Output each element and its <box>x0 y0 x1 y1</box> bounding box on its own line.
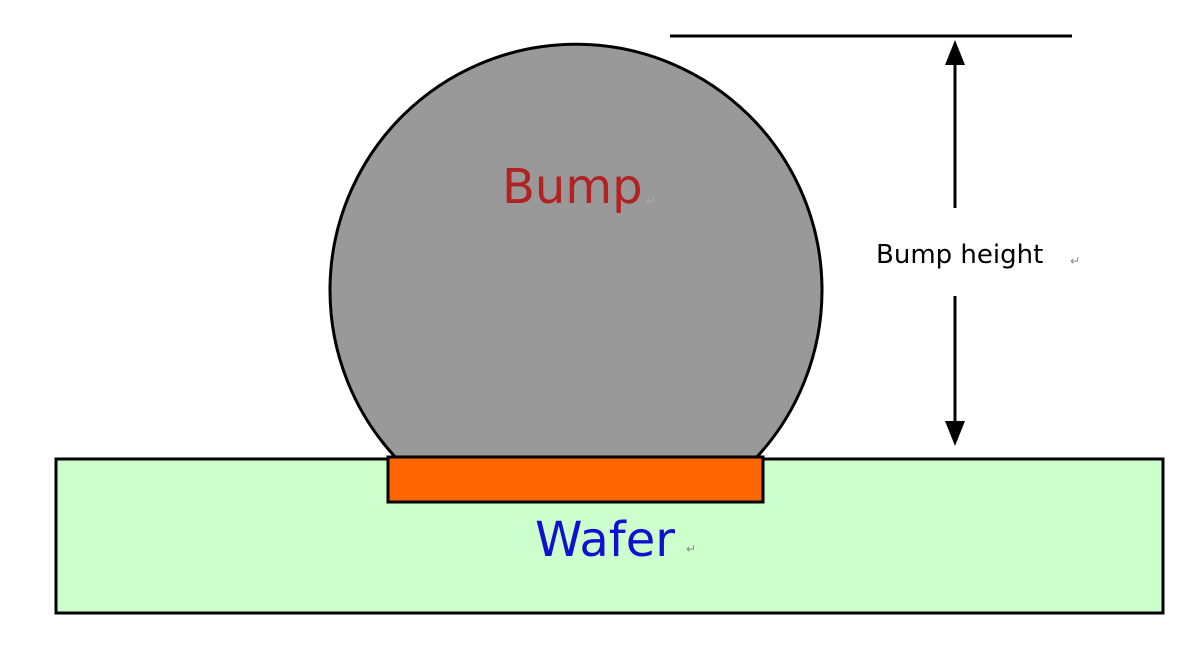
bump-pad <box>386 455 765 504</box>
paragraph-mark: ↵ <box>1070 254 1080 268</box>
paragraph-mark: ↵ <box>686 542 696 556</box>
wafer-label: Wafer <box>535 512 675 568</box>
bump <box>328 42 824 461</box>
bump-label: Bump <box>502 159 643 215</box>
bump-height-label: Bump height <box>876 240 1043 270</box>
paragraph-mark: ↵ <box>646 194 656 208</box>
arrow-down-icon <box>945 421 965 446</box>
arrow-up-icon <box>945 40 965 65</box>
